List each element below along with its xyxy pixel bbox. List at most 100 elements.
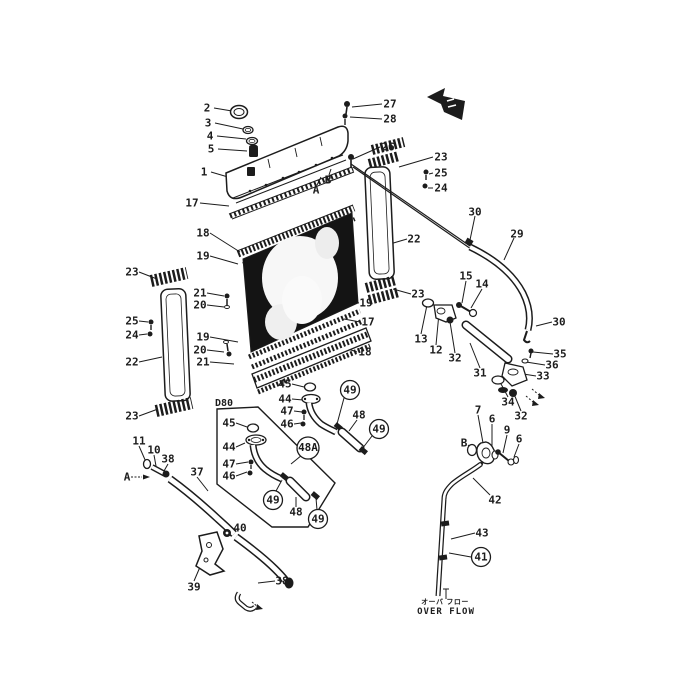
callout-44: 44 <box>278 393 292 406</box>
callout-24: 24 <box>125 329 139 342</box>
overflow-label-jp: オーバ フロー <box>421 598 469 606</box>
callout-9: 9 <box>504 424 511 437</box>
right-side-tank <box>342 101 429 305</box>
callout-40: 40 <box>233 522 246 535</box>
upper-hose-29-group <box>350 163 533 344</box>
callout-20: 20 <box>193 344 206 357</box>
callout-B: B <box>325 174 332 187</box>
callout-38: 38 <box>275 575 288 588</box>
callout-17: 17 <box>361 316 374 329</box>
callout-18: 18 <box>358 346 371 359</box>
callout-47: 47 <box>222 458 235 471</box>
callout-A: A <box>313 184 320 197</box>
callout-49: 49 <box>311 513 324 526</box>
callout-6: 6 <box>516 433 523 446</box>
callout-22: 22 <box>125 356 138 369</box>
callout-14: 14 <box>475 278 489 291</box>
callout-2: 2 <box>204 102 211 115</box>
callout-49: 49 <box>372 423 385 436</box>
callout-circle-49 <box>262 489 284 511</box>
callout-30: 30 <box>552 316 565 329</box>
callout-circle-49 <box>307 508 329 530</box>
drain-fitting-group <box>300 382 368 456</box>
callout-33: 33 <box>536 370 549 383</box>
callout-19: 19 <box>359 297 372 310</box>
callout-labels: 23451172728262325243029AB181921201920211… <box>124 98 567 594</box>
thermostat-group <box>491 348 545 406</box>
callout-48: 48 <box>352 409 365 422</box>
radiator-cap-group <box>229 104 259 157</box>
callout-circle-41 <box>470 546 492 568</box>
callout-48A: 48A <box>298 441 318 454</box>
callout-42: 42 <box>488 494 501 507</box>
callout-4: 4 <box>207 130 214 143</box>
overflow-label-en: OVER FLOW <box>417 607 475 617</box>
callout-15: 15 <box>459 270 472 283</box>
bracket-39 <box>195 531 226 576</box>
callout-32: 32 <box>514 410 527 423</box>
callout-21: 21 <box>196 356 210 369</box>
connector-b-group <box>466 441 520 466</box>
callout-35: 35 <box>553 348 566 361</box>
callout-49: 49 <box>343 384 356 397</box>
callout-circle-49 <box>339 379 361 401</box>
callout-25: 25 <box>125 315 138 328</box>
callout-41: 41 <box>474 551 488 564</box>
callout-12: 12 <box>429 344 442 357</box>
callout-32: 32 <box>448 352 461 365</box>
callout-19: 19 <box>196 331 209 344</box>
callout-36: 36 <box>545 359 559 372</box>
callout-23: 23 <box>125 410 138 423</box>
callout-45: 45 <box>222 417 235 430</box>
leader-lines <box>138 103 554 584</box>
callout-24: 24 <box>434 182 448 195</box>
callout-20: 20 <box>193 299 206 312</box>
inlet-fitting-group <box>421 298 513 364</box>
callout-46: 46 <box>280 418 294 431</box>
callout-B: B <box>461 437 468 450</box>
callout-31: 31 <box>473 367 487 380</box>
callout-7: 7 <box>475 404 482 417</box>
callout-19: 19 <box>196 250 209 263</box>
radiator-core-assembly <box>223 204 372 395</box>
overflow-tube-group <box>435 462 483 599</box>
callout-47: 47 <box>280 405 293 418</box>
callout-38: 38 <box>161 453 174 466</box>
callout-11: 11 <box>132 435 146 448</box>
callout-23: 23 <box>125 266 138 279</box>
callout-26: 26 <box>381 141 395 154</box>
top-tank-assembly <box>225 125 355 220</box>
callout-39: 39 <box>187 581 200 594</box>
front-direction-arrow-icon <box>427 88 465 120</box>
callout-29: 29 <box>510 228 523 241</box>
callout-18: 18 <box>196 227 209 240</box>
callout-21: 21 <box>193 287 207 300</box>
callout-circle-48A <box>296 436 320 460</box>
callout-5: 5 <box>208 143 215 156</box>
callout-46: 46 <box>222 470 236 483</box>
callout-A: A <box>124 471 131 484</box>
callout-17: 17 <box>185 197 198 210</box>
left-side-tank <box>147 267 194 417</box>
callout-circle-49 <box>368 418 390 440</box>
callout-30: 30 <box>468 206 481 219</box>
callout-49: 49 <box>266 494 279 507</box>
callout-34: 34 <box>501 396 515 409</box>
core-mount-bolts <box>223 293 232 357</box>
callout-48: 48 <box>289 506 302 519</box>
callout-37: 37 <box>190 466 203 479</box>
callout-3: 3 <box>205 117 212 130</box>
callout-27: 27 <box>383 98 396 111</box>
lower-hose-group <box>131 458 294 612</box>
callout-45: 45 <box>278 378 291 391</box>
callout-44: 44 <box>222 441 236 454</box>
detail-box-d80: D80 <box>215 398 336 528</box>
callout-28: 28 <box>383 113 396 126</box>
callout-6: 6 <box>489 413 496 426</box>
callout-25: 25 <box>434 167 447 180</box>
callout-43: 43 <box>475 527 488 540</box>
detail-box-label: D80 <box>215 398 233 409</box>
callout-1: 1 <box>201 166 208 179</box>
